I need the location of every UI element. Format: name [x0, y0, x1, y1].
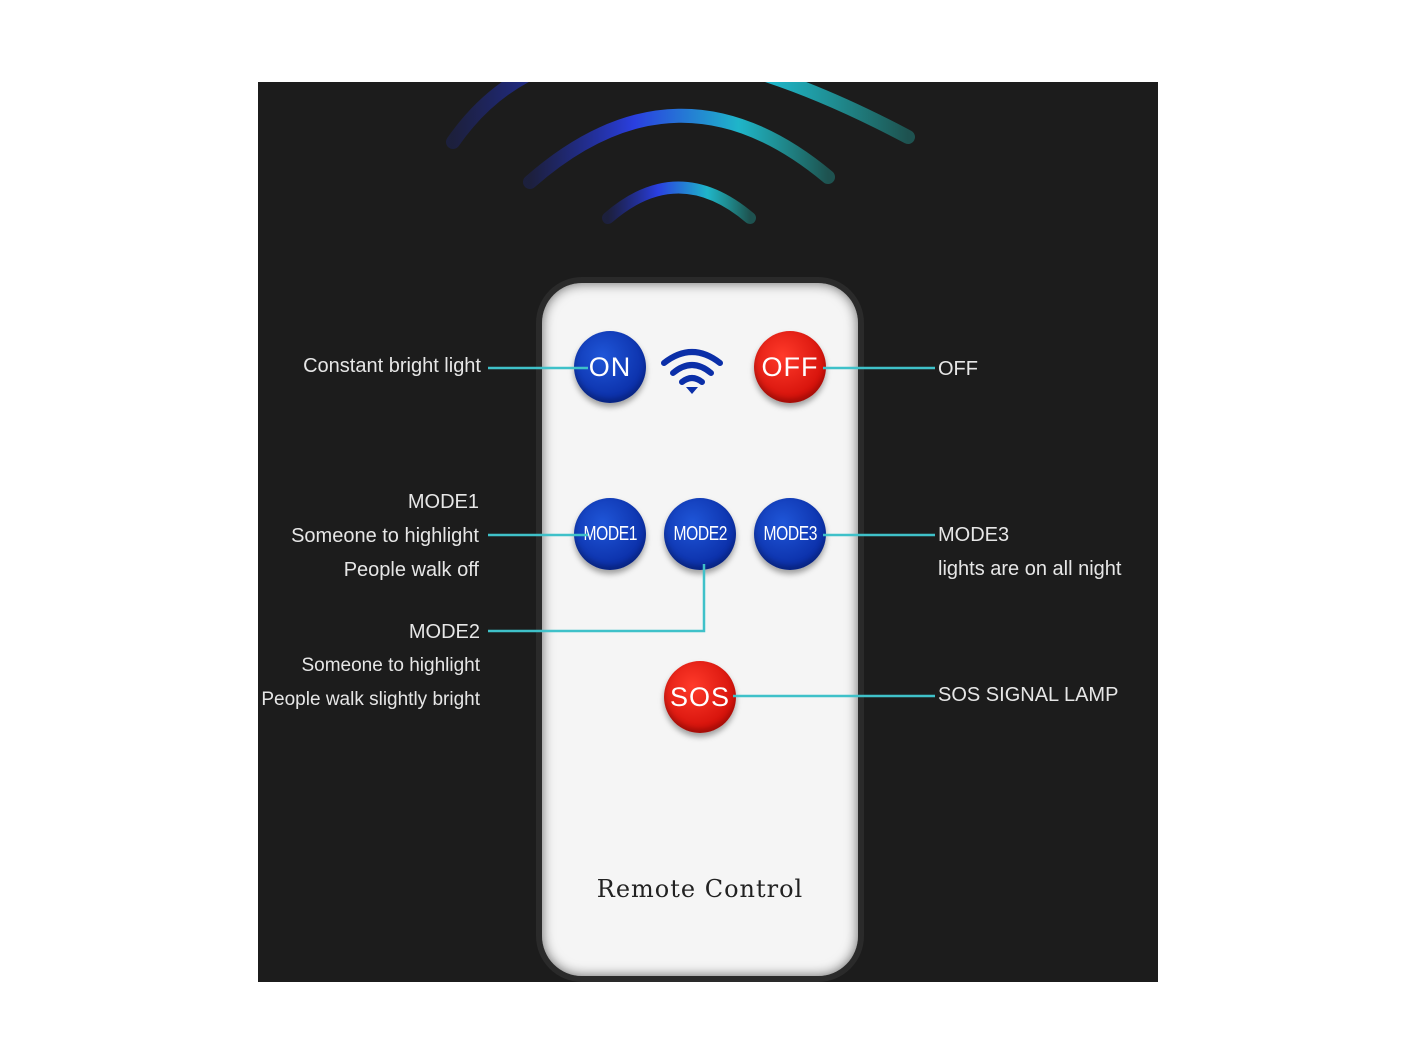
on-button[interactable]: ON [574, 331, 646, 403]
wifi-icon [661, 349, 723, 394]
callout-mode2-title: MODE2 [408, 621, 480, 643]
callout-mode1-line2: People walk off [343, 559, 479, 581]
callout-mode2-line1: Someone to highlight [301, 655, 480, 676]
callout-off: OFF [938, 358, 978, 380]
callout-sos: SOS SIGNAL LAMP [938, 684, 1119, 706]
callout-mode3-title: MODE3 [938, 524, 1010, 546]
sos-button-label: SOS [669, 681, 731, 712]
signal-waves-icon [446, 82, 915, 224]
callout-mode2-line2: People walk slightly bright [261, 689, 480, 710]
callout-mode3-line1: lights are on all night [938, 558, 1122, 580]
off-button-label: OFF [761, 351, 819, 382]
off-button[interactable]: OFF [754, 331, 826, 403]
mode1-button-label: MODE1 [583, 522, 637, 545]
mode2-button-label: MODE2 [673, 522, 727, 545]
mode3-button[interactable]: MODE3 [754, 498, 826, 570]
remote-title: Remote Control [596, 875, 804, 903]
callout-mode1-title: MODE1 [407, 491, 479, 513]
mode1-button[interactable]: MODE1 [574, 498, 646, 570]
remote-control: ON OFF MODE1 MODE2 MODE3 SOS Remote Cont… [542, 283, 858, 976]
on-button-label: ON [588, 351, 632, 382]
product-image: ON OFF MODE1 MODE2 MODE3 SOS Remote Cont… [258, 82, 1158, 982]
callout-mode1-line1: Someone to highlight [291, 525, 479, 547]
mode3-button-label: MODE3 [763, 522, 817, 545]
mode2-button[interactable]: MODE2 [664, 498, 736, 570]
callout-on: Constant bright light [303, 355, 481, 377]
sos-button[interactable]: SOS [664, 661, 736, 733]
